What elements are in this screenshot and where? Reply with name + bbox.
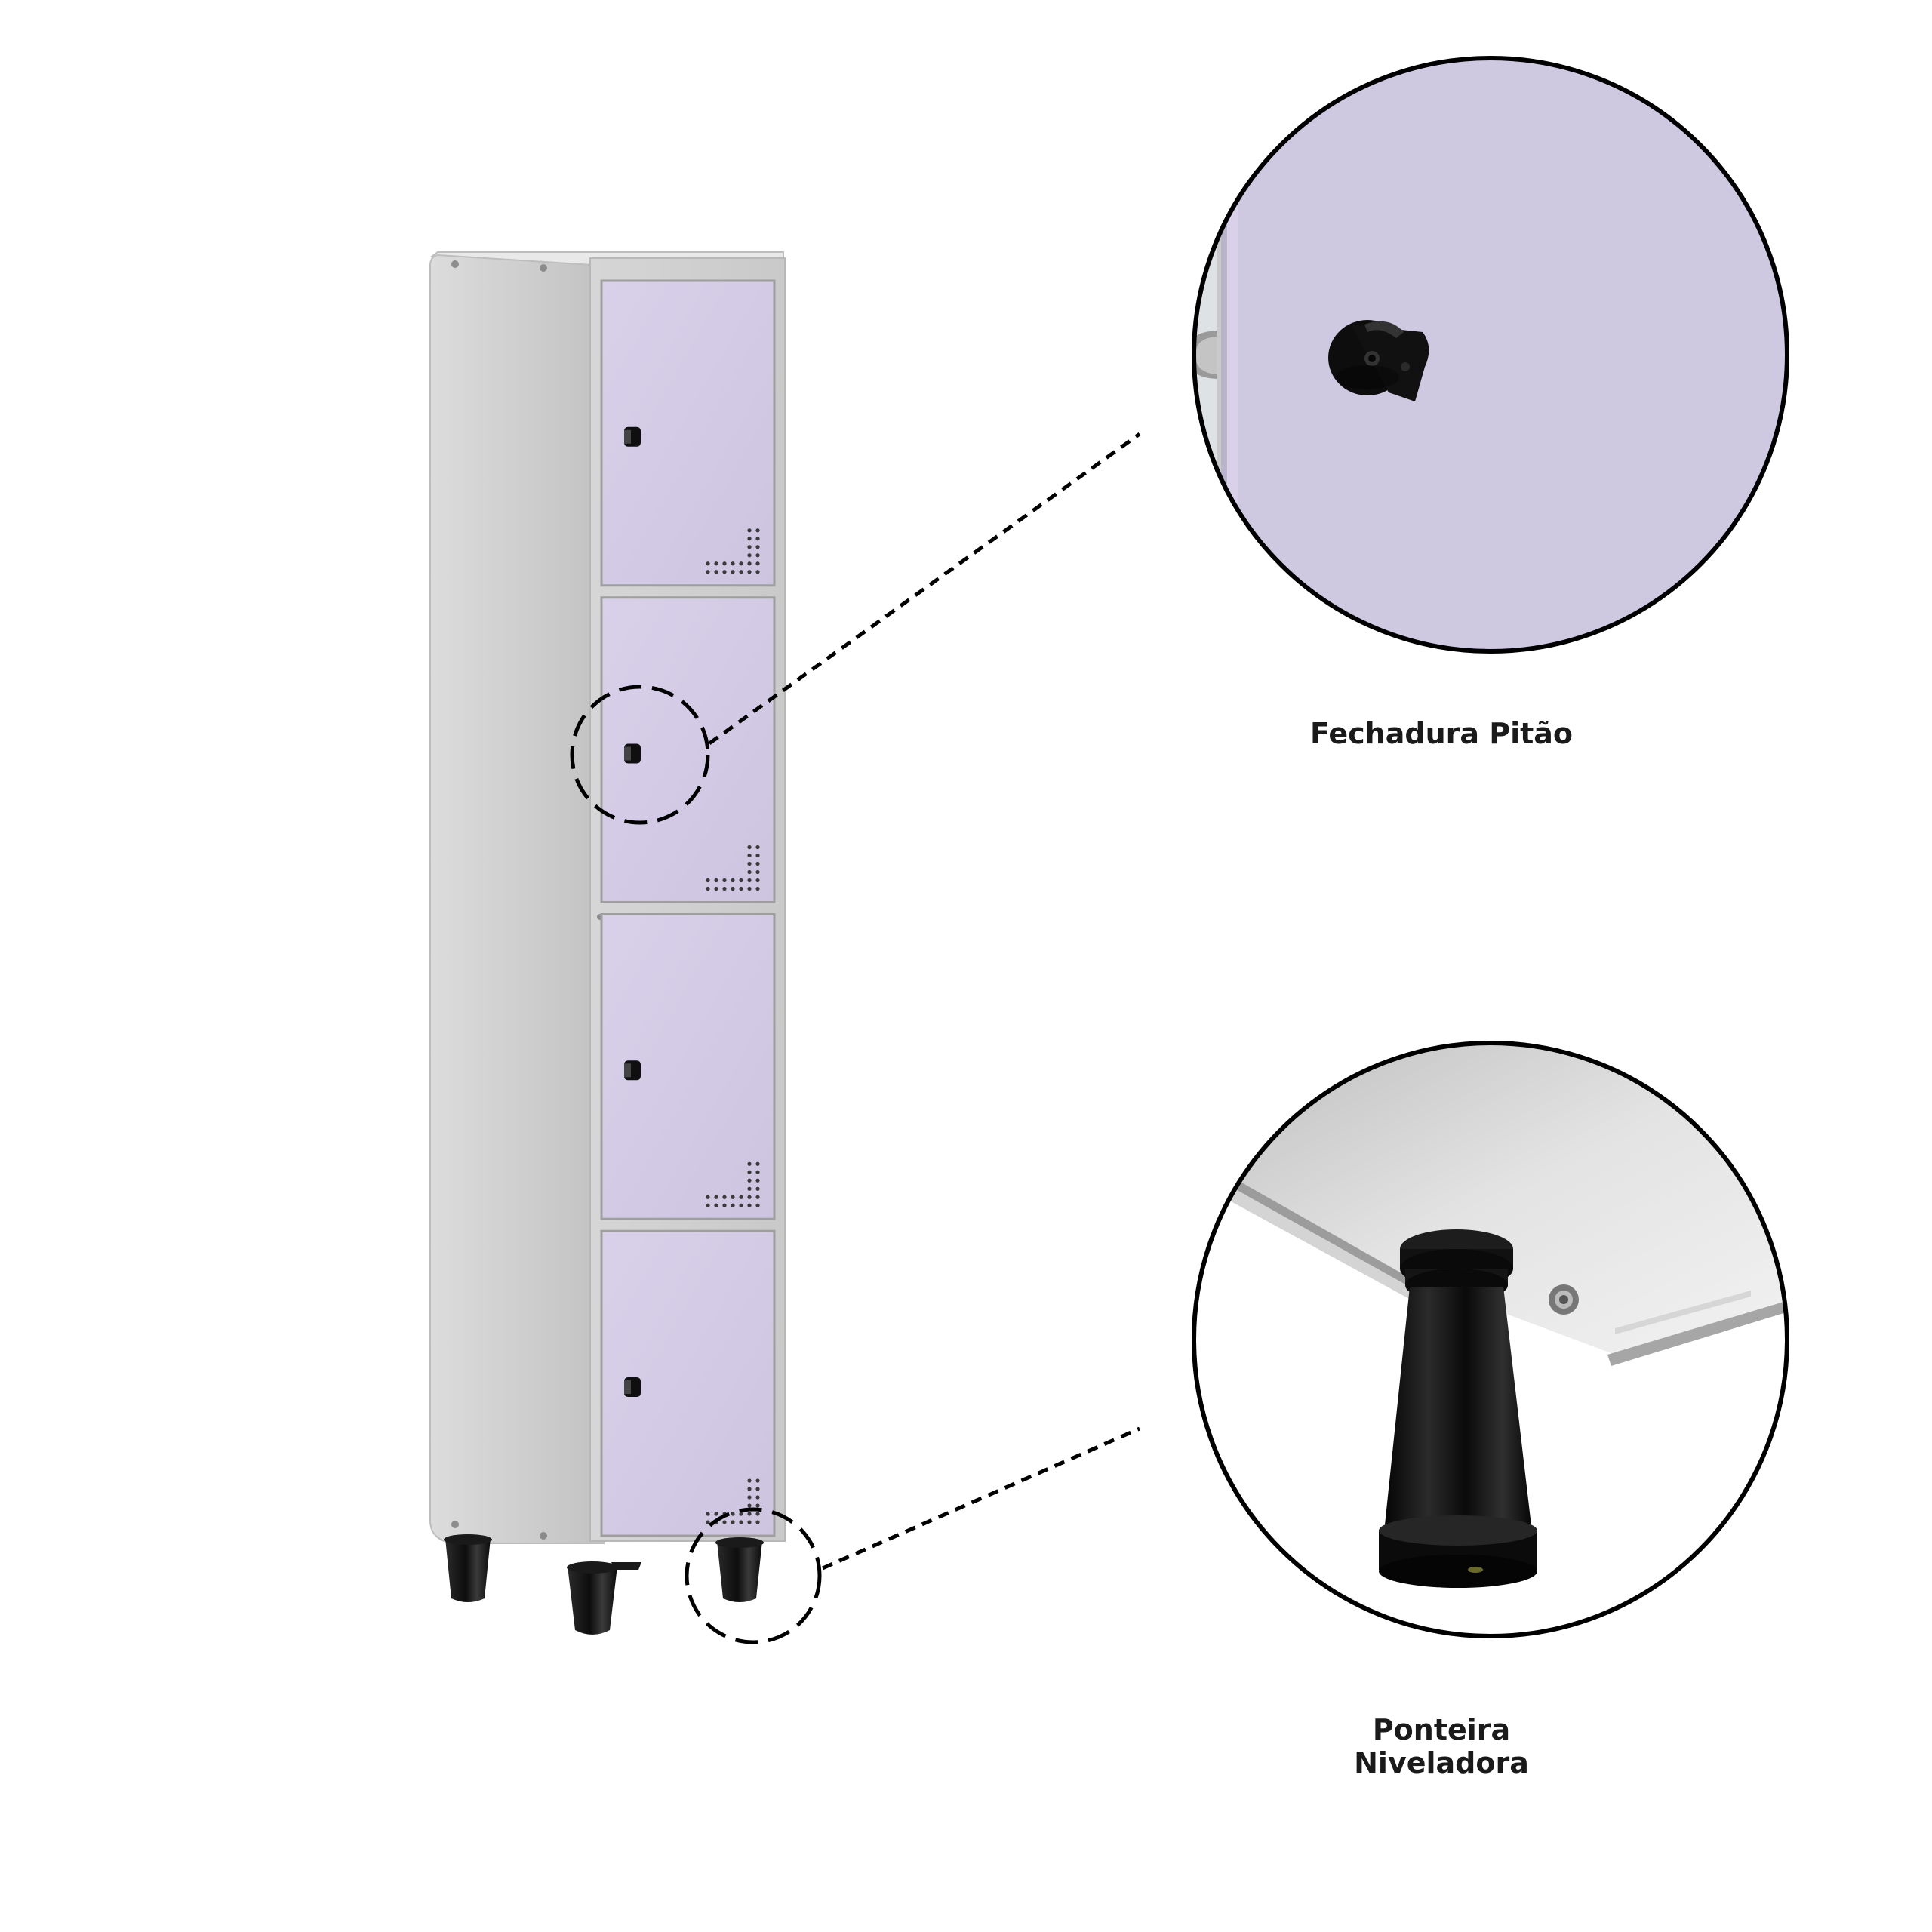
screw [451,260,459,268]
screw [451,1521,459,1528]
foot-zoom-view [1192,1041,1789,1638]
leveling-feet [444,1534,764,1635]
foot-callout-label: Ponteira Niveladora [1177,1713,1706,1780]
lock-zoom-view [1192,56,1789,654]
leg-back-right [611,1562,641,1570]
leg-back-left [444,1534,492,1602]
nut-icon [1549,1284,1579,1315]
foot-callout-marker [685,1426,1141,1644]
locker-door-1[interactable] [600,279,776,587]
ventilation-holes [706,1161,760,1208]
lock-callout-marker [570,432,1141,825]
ventilation-holes [706,528,760,574]
locker-side-panel [429,254,605,1544]
locker-door-2[interactable] [600,596,776,903]
locker-door-3[interactable] [600,913,776,1220]
screw [540,264,547,272]
screw [540,1532,547,1540]
ventilation-holes [706,844,760,891]
leg-front-right [715,1537,764,1602]
foot-callout-label-line1: Ponteira [1372,1713,1511,1746]
lock-callout-label: Fechadura Pitão [1309,717,1574,750]
leveling-foot-icon [1379,1229,1537,1588]
foot-callout-label-line2: Niveladora [1354,1746,1529,1780]
lock-icon [1328,320,1429,401]
leg-front-left [567,1561,618,1635]
locker-door-4[interactable] [600,1229,776,1537]
ventilation-holes [706,1478,760,1524]
locker-cabinet [429,251,786,1635]
